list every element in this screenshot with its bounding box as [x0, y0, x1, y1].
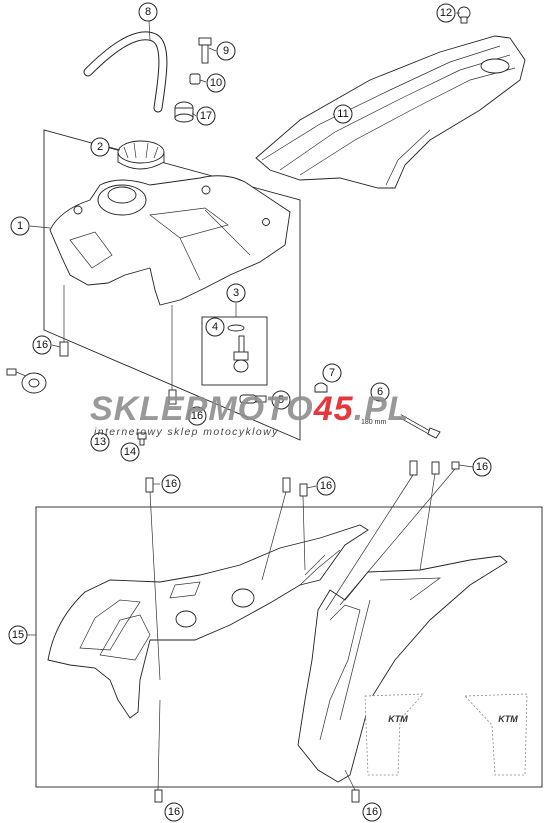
watermark-45: 45 — [313, 390, 354, 428]
callout-16-bottom-left: 16 — [164, 802, 184, 822]
hose-nipple — [239, 394, 267, 404]
svg-text:10: 10 — [210, 77, 222, 89]
tap-bolt — [168, 389, 177, 405]
callout-15: 15 — [8, 625, 28, 645]
spoiler-group-frame — [35, 506, 543, 788]
svg-text:SKLEPMOTO45.PL: SKLEPMOTO45.PL — [90, 390, 409, 428]
fuel-tap — [227, 324, 249, 373]
svg-text:14: 14 — [124, 446, 136, 458]
svg-text:13: 13 — [94, 436, 106, 448]
callout-17: 17 — [196, 106, 216, 126]
right-tank-spoiler — [297, 555, 508, 783]
callout-8: 8 — [138, 2, 158, 22]
callout-7: 7 — [322, 363, 342, 383]
seat — [255, 35, 526, 189]
callout-9: 9 — [216, 41, 236, 61]
svg-text:2: 2 — [97, 141, 103, 153]
watermark-sklep: SKLEP — [90, 390, 208, 428]
svg-text:16: 16 — [36, 339, 48, 351]
svg-text:16: 16 — [191, 410, 203, 422]
tank-spacer — [174, 101, 194, 123]
callout-13: 13 — [90, 432, 110, 452]
svg-text:7: 7 — [329, 367, 335, 379]
svg-text:1: 1 — [17, 220, 23, 232]
fuel-tap-frame — [201, 316, 268, 386]
hose-length-label: 180 mm — [361, 419, 386, 426]
svg-text:9: 9 — [223, 45, 229, 57]
spoiler-bolts — [145, 460, 460, 803]
svg-text:16: 16 — [168, 806, 180, 818]
breather-hose — [399, 414, 441, 439]
left-decal-logo: KTM — [388, 714, 408, 724]
fuel-cap — [117, 140, 165, 170]
callout-16-tank: 16 — [32, 335, 52, 355]
svg-text:11: 11 — [337, 108, 348, 120]
svg-text:12: 12 — [440, 7, 452, 19]
callout-11: 11 — [333, 104, 353, 124]
svg-text:6: 6 — [377, 386, 383, 398]
tank-bolt — [59, 341, 69, 357]
callout-16-spoiler-c: 16 — [472, 457, 492, 477]
svg-text:17: 17 — [200, 110, 212, 122]
hose-clamp — [314, 382, 328, 393]
callout-14: 14 — [120, 442, 140, 462]
callout-16-tap: 16 — [187, 406, 207, 426]
small-screw — [137, 432, 147, 446]
callout-6: 6 — [370, 382, 390, 402]
svg-text:16: 16 — [165, 478, 177, 490]
svg-text:16: 16 — [320, 480, 332, 492]
svg-text:3: 3 — [233, 287, 239, 299]
fuel-hose — [83, 31, 168, 113]
callout-5: 5 — [271, 390, 291, 410]
callout-16-spoiler-a: 16 — [161, 474, 181, 494]
svg-text:8: 8 — [145, 6, 151, 18]
fuel-hose-inner — [84, 32, 167, 112]
callout-4: 4 — [205, 317, 225, 337]
rubber-bushing — [6, 368, 47, 394]
vent-washer — [189, 73, 201, 85]
callout-2: 2 — [90, 137, 110, 157]
svg-text:4: 4 — [212, 321, 218, 333]
svg-text:15: 15 — [12, 629, 24, 641]
right-ktm-decal: KTM — [464, 693, 528, 776]
callout-16-spoiler-b: 16 — [316, 476, 336, 496]
watermark-pl: .PL — [354, 390, 410, 428]
callout-16-bottom-right: 16 — [362, 802, 382, 822]
left-ktm-decal: KTM — [364, 693, 424, 776]
callout-3: 3 — [226, 283, 246, 303]
callout-1: 1 — [10, 216, 30, 236]
watermark-moto: MOTO — [208, 390, 313, 428]
svg-text:5: 5 — [278, 394, 284, 406]
left-tank-spoiler — [47, 524, 369, 719]
right-decal-logo: KTM — [498, 714, 518, 724]
svg-text:16: 16 — [476, 461, 488, 473]
callout-12: 12 — [436, 3, 456, 23]
sklepmoto45-watermark: SKLEPMOTO45.PL internetowy sklep motocyk… — [90, 390, 409, 438]
fuel-tank — [49, 175, 291, 306]
watermark-tagline: internetowy sklep motocyklowy — [94, 426, 279, 438]
vent-screw — [198, 37, 212, 64]
callout-10: 10 — [206, 73, 226, 93]
spoiler-leader-lines — [149, 468, 456, 791]
seat-screw — [457, 6, 471, 24]
svg-text:16: 16 — [366, 806, 378, 818]
